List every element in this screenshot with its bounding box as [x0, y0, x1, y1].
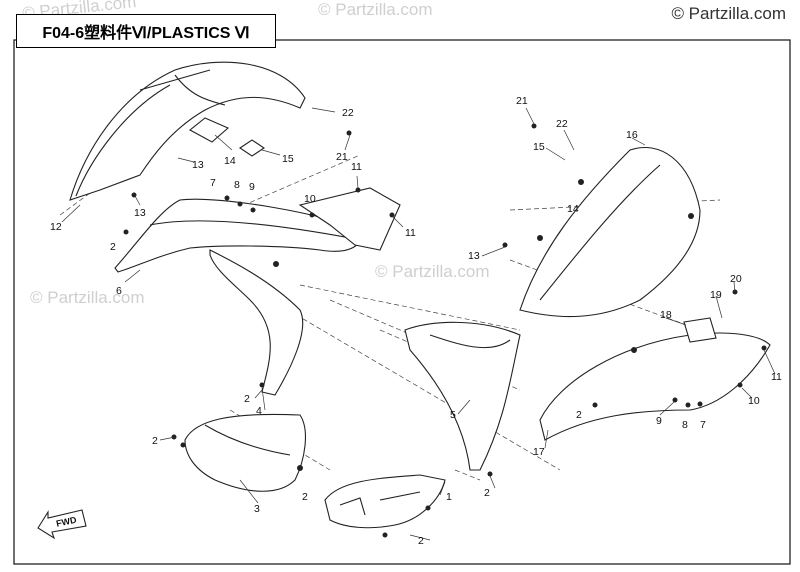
callout-2: 2 [576, 409, 582, 421]
watermark: © Partzilla.com [318, 0, 433, 19]
leader-lines [61, 107, 776, 541]
callout-2: 2 [152, 435, 158, 447]
callout-2: 2 [110, 241, 116, 253]
callout-13: 13 [468, 250, 480, 262]
diagram-frame [13, 39, 791, 565]
callout-8: 8 [234, 179, 240, 191]
callout-13: 13 [134, 207, 146, 219]
callout-15: 15 [282, 153, 294, 165]
callout-10: 10 [304, 193, 316, 205]
callout-2: 2 [418, 535, 424, 547]
callout-11: 11 [771, 371, 782, 383]
copyright-notice: © Partzilla.com [671, 4, 786, 23]
callout-14: 14 [567, 203, 579, 215]
inner-panel-part-4 [209, 249, 304, 396]
callout-14: 14 [224, 155, 236, 167]
lower-right-panel-part-17 [539, 332, 771, 441]
callout-10: 10 [748, 395, 760, 407]
callout-20: 20 [730, 273, 742, 285]
watermark: © Partzilla.com [375, 262, 490, 281]
callout-2: 2 [484, 487, 490, 499]
callout-labels: 12 22 21 14 15 13 13 7 8 9 10 11 11 2 6 … [50, 95, 782, 547]
callout-16: 16 [626, 129, 638, 141]
bracket-part-14-upper [189, 117, 265, 157]
callout-18: 18 [660, 309, 672, 321]
callout-2: 2 [302, 491, 308, 503]
fwd-label: FWD [55, 515, 78, 529]
bottom-cover-part-1 [324, 474, 446, 529]
callout-6: 6 [116, 285, 122, 297]
callout-4: 4 [256, 405, 262, 417]
lower-shell-part-3 [184, 413, 306, 492]
center-panel-part-5 [404, 321, 521, 471]
callout-3: 3 [254, 503, 260, 515]
callout-15: 15 [533, 141, 545, 153]
callout-22: 22 [342, 107, 354, 119]
callout-12: 12 [50, 221, 62, 233]
rear-fender-part-16 [519, 146, 701, 318]
side-bracket-panel [298, 187, 401, 251]
callout-7: 7 [210, 177, 216, 189]
diagram-title: F04-6塑料件Ⅵ/PLASTICS Ⅵ [16, 14, 276, 48]
callout-8: 8 [682, 419, 688, 431]
callout-21: 21 [516, 95, 528, 107]
callout-11: 11 [351, 161, 362, 173]
callout-7: 7 [700, 419, 706, 431]
callout-2: 2 [244, 393, 250, 405]
bracket-part-19 [683, 317, 717, 343]
callout-1: 1 [446, 491, 452, 503]
front-fender-part-12 [69, 61, 306, 201]
callout-13: 13 [192, 159, 204, 171]
callout-5: 5 [450, 409, 456, 421]
forward-direction-arrow: FWD [37, 509, 87, 540]
callout-11: 11 [405, 227, 416, 239]
fastener-markers [123, 123, 767, 538]
callout-9: 9 [249, 181, 255, 193]
callout-9: 9 [656, 415, 662, 427]
watermark: © Partzilla.com [30, 288, 145, 307]
callout-22: 22 [556, 118, 568, 130]
callout-17: 17 [533, 446, 545, 458]
callout-21: 21 [336, 151, 348, 163]
callout-19: 19 [710, 289, 722, 301]
